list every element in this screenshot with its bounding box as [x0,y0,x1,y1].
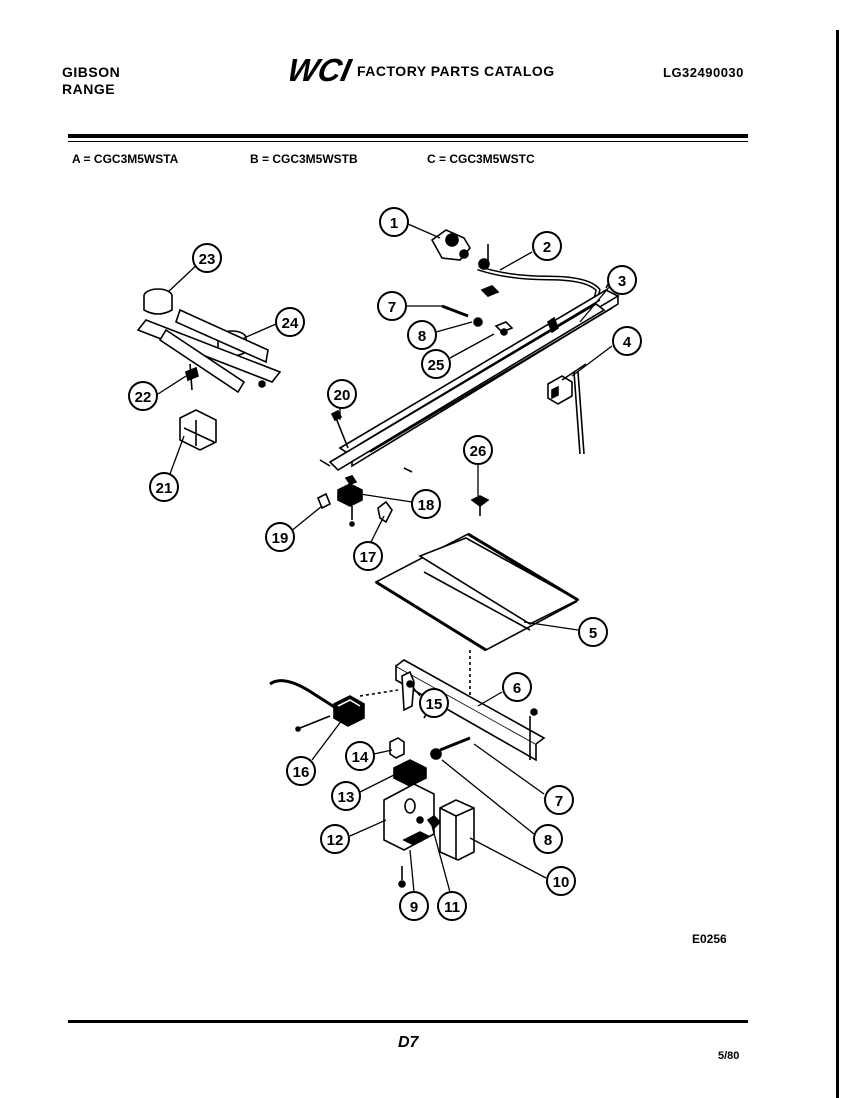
callout-3-label: 3 [618,273,626,290]
drawing-code: E0256 [692,932,727,946]
callout-25: 25 [421,349,451,379]
callout-7-upper: 7 [377,291,407,321]
part-bracket-15 [401,670,427,719]
callout-8-upper: 8 [407,320,437,350]
callout-8-lower-label: 8 [544,832,552,849]
part-orifice-lower [430,736,471,760]
part-orifice-upper [441,304,514,336]
callout-11: 11 [437,891,467,921]
callout-4: 4 [612,326,642,356]
callout-24-label: 24 [282,315,299,332]
callout-1: 1 [379,207,409,237]
callout-19: 19 [265,522,295,552]
part-valve-cluster [316,459,413,527]
model-a: A = CGC3M5WSTA [72,152,179,166]
callout-20: 20 [327,379,357,409]
callout-14: 14 [345,741,375,771]
callout-12: 12 [320,824,350,854]
callout-23: 23 [192,243,222,273]
brand-line-2: RANGE [62,81,116,97]
callout-22-label: 22 [135,389,152,406]
callout-24: 24 [275,307,305,337]
callout-26-label: 26 [470,443,487,460]
callout-23-label: 23 [199,251,216,268]
model-b: B = CGC3M5WSTB [250,152,358,166]
part-clip-26 [470,495,490,516]
part-igniter-box [439,799,475,861]
callout-4-label: 4 [623,334,632,351]
callout-2-label: 2 [543,239,551,256]
header-rule-thin [68,141,748,142]
callout-26: 26 [463,435,493,465]
callout-15-label: 15 [426,696,443,713]
callout-7-lower-label: 7 [555,793,563,810]
callout-1-label: 1 [390,215,398,232]
part-bracket-wire [547,363,587,455]
part-screw-20 [330,409,349,449]
callout-7-upper-label: 7 [388,299,396,316]
callout-17: 17 [353,541,383,571]
callout-21: 21 [149,472,179,502]
brand-line-1: GIBSON [62,64,121,80]
callout-20-label: 20 [334,387,351,404]
callout-14-label: 14 [352,749,369,766]
callout-7-lower: 7 [544,785,574,815]
callout-13-label: 13 [338,789,355,806]
callout-22: 22 [128,381,158,411]
wci-logo: WCI [290,52,354,86]
callout-15: 15 [419,688,449,718]
part-oven-valve [383,737,442,888]
callout-8-lower: 8 [533,824,563,854]
callout-16: 16 [286,756,316,786]
callout-21-label: 21 [156,480,173,497]
callouts: 1 2 3 4 5 6 7 8 25 23 24 22 21 20 26 18 … [128,207,642,921]
callout-5-label: 5 [589,625,597,642]
callout-18: 18 [411,489,441,519]
footer-rule [68,1020,748,1023]
wci-logo-text: WCI [290,52,354,86]
callout-10-label: 10 [553,874,570,891]
part-burner-bracket [179,363,217,451]
callout-13: 13 [331,781,361,811]
date-code: 5/80 [718,1050,740,1062]
part-top-burners [136,288,282,394]
callout-6: 6 [502,672,532,702]
part-manifold-pipe [477,244,601,307]
callout-12-label: 12 [327,832,344,849]
callout-10: 10 [546,866,576,896]
callout-5: 5 [578,617,608,647]
callout-6-label: 6 [513,680,521,697]
part-regulator [430,229,471,261]
callout-25-label: 25 [428,357,445,374]
part-manifold-rail [328,273,622,472]
callout-11-label: 11 [444,899,460,916]
callout-9-label: 9 [410,899,418,916]
header-rule-thick [68,134,748,138]
catalog-number: LG32490030 [663,65,744,80]
callout-9: 9 [399,891,429,921]
catalog-title: FACTORY PARTS CATALOG [357,63,555,79]
callout-3: 3 [607,265,637,295]
page-border-right [836,30,839,1098]
callout-18-label: 18 [418,497,435,514]
model-c: C = CGC3M5WSTC [427,152,535,166]
part-sensor-plug [269,679,399,732]
part-broiler-deflector [374,532,580,652]
callout-19-label: 19 [272,530,289,547]
leader-lines [157,223,613,893]
callout-8-upper-label: 8 [418,328,426,345]
callout-16-label: 16 [293,764,310,781]
callout-2: 2 [532,231,562,261]
page-code: D7 [398,1034,419,1051]
callout-17-label: 17 [360,549,377,566]
